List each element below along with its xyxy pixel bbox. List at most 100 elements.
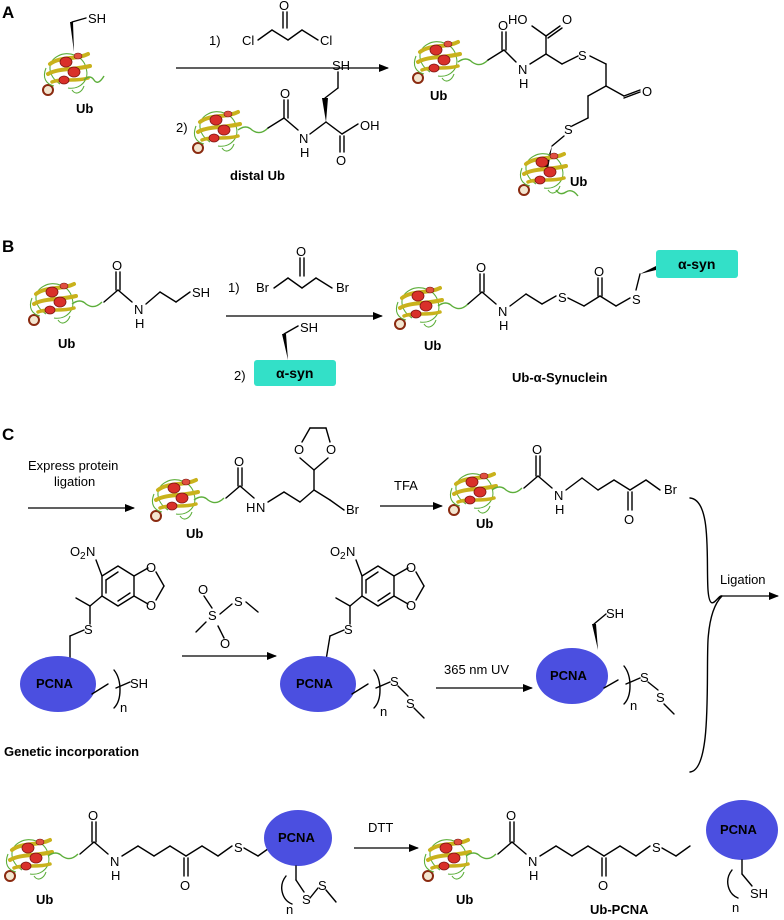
distal-ubiquitin: 2) O N H SH OH O distal Ub [176, 58, 380, 183]
dichloroacetone: 1) Cl O Cl [209, 0, 332, 48]
n-label: N [498, 304, 507, 319]
ub-label: Ub [58, 336, 75, 351]
pcna-bead [536, 648, 608, 704]
o-label: O [562, 12, 572, 27]
product-a: O N H HO O S O S Ub Ub [411, 12, 652, 197]
s-label: S [406, 696, 415, 711]
o-label: O [146, 560, 156, 575]
ub-label: Ub [430, 88, 447, 103]
ho-label: HO [508, 12, 528, 27]
syn-label: α-syn [276, 365, 313, 381]
ub-bromoketone: O N H O Br Ub [447, 442, 678, 531]
s-label: S [234, 594, 243, 609]
cl-left: Cl [242, 33, 254, 48]
step1-label: 1) [228, 280, 240, 295]
o-label: O [279, 0, 289, 13]
n-label: n [120, 700, 127, 715]
pcna-bead [706, 800, 778, 860]
pcna-bead [264, 810, 332, 866]
s-label: S [208, 608, 217, 623]
no2-sub: 2 [80, 551, 86, 562]
product-b: O N H S O S α-syn Ub Ub-α-Synuclein [393, 250, 738, 385]
product-name: Ub-α-Synuclein [512, 370, 607, 385]
ub-label: Ub [570, 174, 587, 189]
dtt-step: DTT [354, 820, 419, 852]
sh-label: SH [606, 606, 624, 621]
o-label: O [234, 454, 244, 469]
s-label: S [318, 878, 327, 893]
dibromoacetone: 1) Br O Br [228, 244, 350, 295]
h-label: H [111, 868, 120, 883]
s-label: S [234, 840, 243, 855]
tfa-label: TFA [394, 478, 418, 493]
s-label: S [564, 122, 573, 137]
pcna-label: PCNA [550, 668, 587, 683]
ub-label: Ub [186, 526, 203, 541]
n-label: n [732, 900, 739, 915]
s-label: S [652, 840, 661, 855]
sh-label: SH [750, 886, 768, 901]
ubiquitin-start-b: O N H SH Ub [27, 258, 210, 351]
pcna-bead [280, 656, 356, 712]
o-label: O [296, 244, 306, 259]
no2-n: N [346, 544, 355, 559]
br-label: Br [346, 502, 360, 517]
ubiquitin-start-a: SH Ub [41, 11, 106, 116]
o-label: O [146, 598, 156, 613]
pcna-label: PCNA [36, 676, 73, 691]
br-label: Br [664, 482, 678, 497]
sh-label: SH [192, 285, 210, 300]
h-label: H [529, 868, 538, 883]
pcna-disulfide-protected: O O O 2 N S PCNA n S S [280, 544, 425, 719]
panel-a-label: A [2, 3, 14, 22]
o-label: O [336, 153, 346, 168]
n-label: N [528, 854, 537, 869]
sh-label: SH [88, 11, 106, 26]
ub-pcna-protected: O N H O S PCNA n S S Ub [3, 808, 337, 917]
o-label: O [476, 260, 486, 275]
epl-line1: Express protein [28, 458, 118, 473]
o-label: O [180, 878, 190, 893]
br-right: Br [336, 280, 350, 295]
n-label: N [134, 302, 143, 317]
o-label: O [598, 878, 608, 893]
panel-c-label: C [2, 425, 14, 444]
o-label: O [112, 258, 122, 273]
epl-line2: ligation [54, 474, 95, 489]
no2-n: N [86, 544, 95, 559]
s-label: S [632, 292, 641, 307]
syn-box [656, 250, 738, 278]
ub-label: Ub [424, 338, 441, 353]
distal-ub-label: distal Ub [230, 168, 285, 183]
h-label: H [135, 316, 144, 331]
syn-box [254, 360, 336, 386]
ligation-label: Ligation [720, 572, 766, 587]
syn-label: α-syn [678, 256, 715, 272]
no2-sub: 2 [340, 551, 346, 562]
ub-pcna-final: O N H O S PCNA n SH Ub Ub-PCNA [421, 800, 778, 917]
o-label: O [594, 264, 604, 279]
ub-label: Ub [76, 101, 93, 116]
oh-label: OH [360, 118, 380, 133]
sh-label: SH [130, 676, 148, 691]
n-label: N [110, 854, 119, 869]
h-label: H [519, 76, 528, 91]
product-name: Ub-PCNA [590, 902, 649, 917]
o-label: O [198, 582, 208, 597]
n-label: N [554, 488, 563, 503]
o-label: O [498, 18, 508, 33]
s-label: S [344, 622, 353, 637]
uv-step: 365 nm UV [436, 662, 533, 692]
h-label: H [300, 145, 309, 160]
s-label: S [640, 670, 649, 685]
n-label: N [256, 500, 265, 515]
pcna-bead [20, 656, 96, 712]
o-label: O [280, 86, 290, 101]
dtt-label: DTT [368, 820, 393, 835]
s-label: S [656, 690, 665, 705]
pcna-label: PCNA [296, 676, 333, 691]
h-label: H [246, 500, 255, 515]
cl-right: Cl [320, 33, 332, 48]
pcna-label: PCNA [278, 830, 315, 845]
